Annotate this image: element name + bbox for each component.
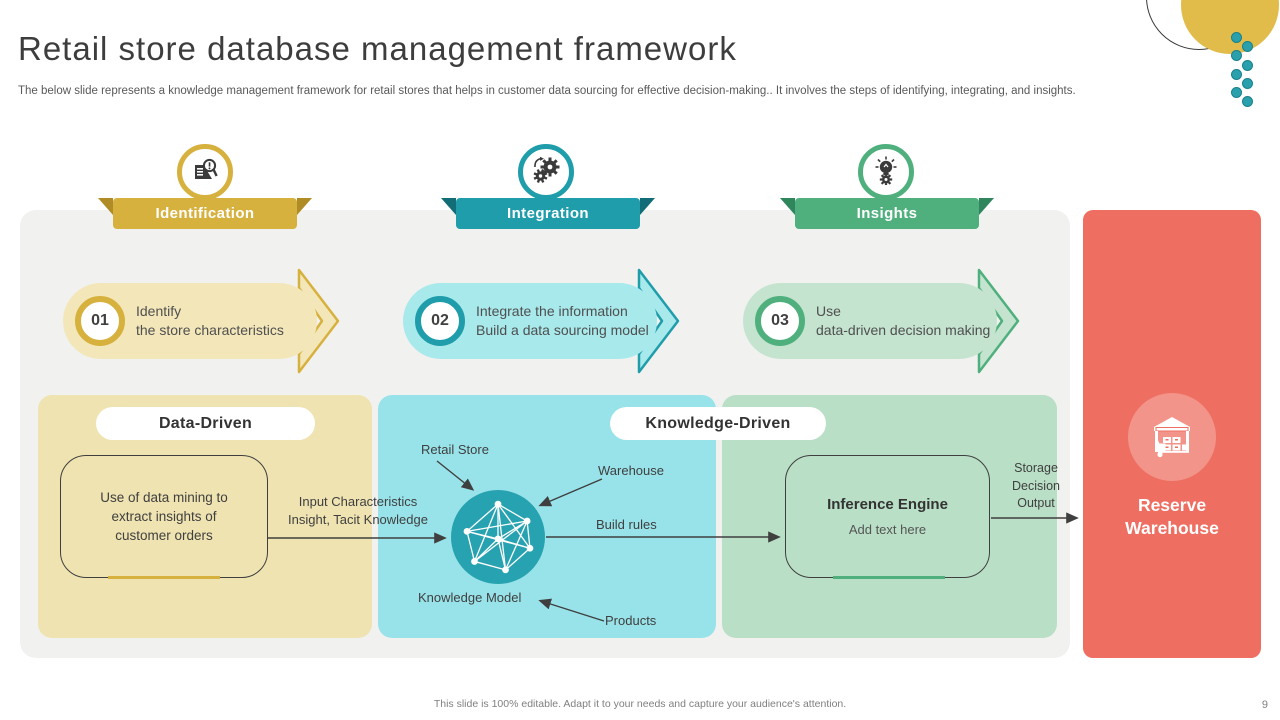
insights-header: Insights <box>780 198 994 229</box>
step-01-pill: 01 Identify the store characteristics <box>63 283 317 359</box>
warehouse-icon-circle <box>1128 393 1216 481</box>
step-02-pill: 02 Integrate the information Build a dat… <box>403 283 657 359</box>
data-mining-shape: Use of data mining to extract insights o… <box>60 455 268 578</box>
input-label: Input Characteristics Insight, Tacit Kno… <box>288 494 428 527</box>
warehouse-trolley-icon <box>1148 411 1196 464</box>
page-subtitle: The below slide represents a knowledge m… <box>18 85 1076 97</box>
step-03-pill: 03 Use data-driven decision making <box>743 283 997 359</box>
decor-dot <box>1231 50 1242 61</box>
gears-icon <box>531 155 561 190</box>
integration-badge <box>518 144 574 200</box>
search-exclamation-icon <box>191 156 219 189</box>
decor-dot <box>1231 87 1242 98</box>
inference-engine-placeholder: Add text here <box>848 522 927 537</box>
identification-badge <box>177 144 233 200</box>
retail-store-label: Retail Store <box>421 442 489 457</box>
knowledge-network-icon <box>451 490 545 584</box>
gold-underline <box>108 576 220 579</box>
output-label: Storage Decision Output <box>1012 461 1060 510</box>
page-title: Retail store database management framewo… <box>18 30 737 67</box>
warehouse-label: Warehouse <box>598 463 664 478</box>
step-03-number: 03 <box>755 296 805 346</box>
step-02-text: Integrate the information Build a data s… <box>476 303 649 338</box>
identification-header: Identification <box>98 198 312 229</box>
bulb-gear-icon <box>872 155 900 190</box>
decor-dot <box>1242 41 1253 52</box>
footer-note: This slide is 100% editable. Adapt it to… <box>433 698 847 710</box>
insights-badge <box>858 144 914 200</box>
knowledge-model-label: Knowledge Model <box>418 590 522 605</box>
step-01-text: Identify the store characteristics <box>136 303 284 338</box>
reserve-warehouse-label: Reserve Warehouse <box>1125 495 1219 538</box>
decor-dot <box>1231 32 1242 43</box>
decor-dot <box>1231 69 1242 80</box>
inference-engine-title: Inference Engine <box>827 496 948 513</box>
page-number: 9 <box>1261 699 1268 711</box>
decor-dot <box>1242 78 1253 89</box>
green-underline <box>833 576 945 579</box>
data-driven-label: Data-Driven <box>96 407 315 440</box>
step-03-text: Use data-driven decision making <box>816 303 991 338</box>
step-02-number: 02 <box>415 296 465 346</box>
inference-engine-shape: Inference Engine Add text here <box>785 455 990 578</box>
decor-dot <box>1242 60 1253 71</box>
integration-header: Integration <box>441 198 655 229</box>
step-01-number: 01 <box>75 296 125 346</box>
build-rules-label: Build rules <box>596 517 657 532</box>
decor-dot <box>1242 96 1253 107</box>
products-label: Products <box>605 613 657 628</box>
knowledge-driven-label: Knowledge-Driven <box>610 407 826 440</box>
